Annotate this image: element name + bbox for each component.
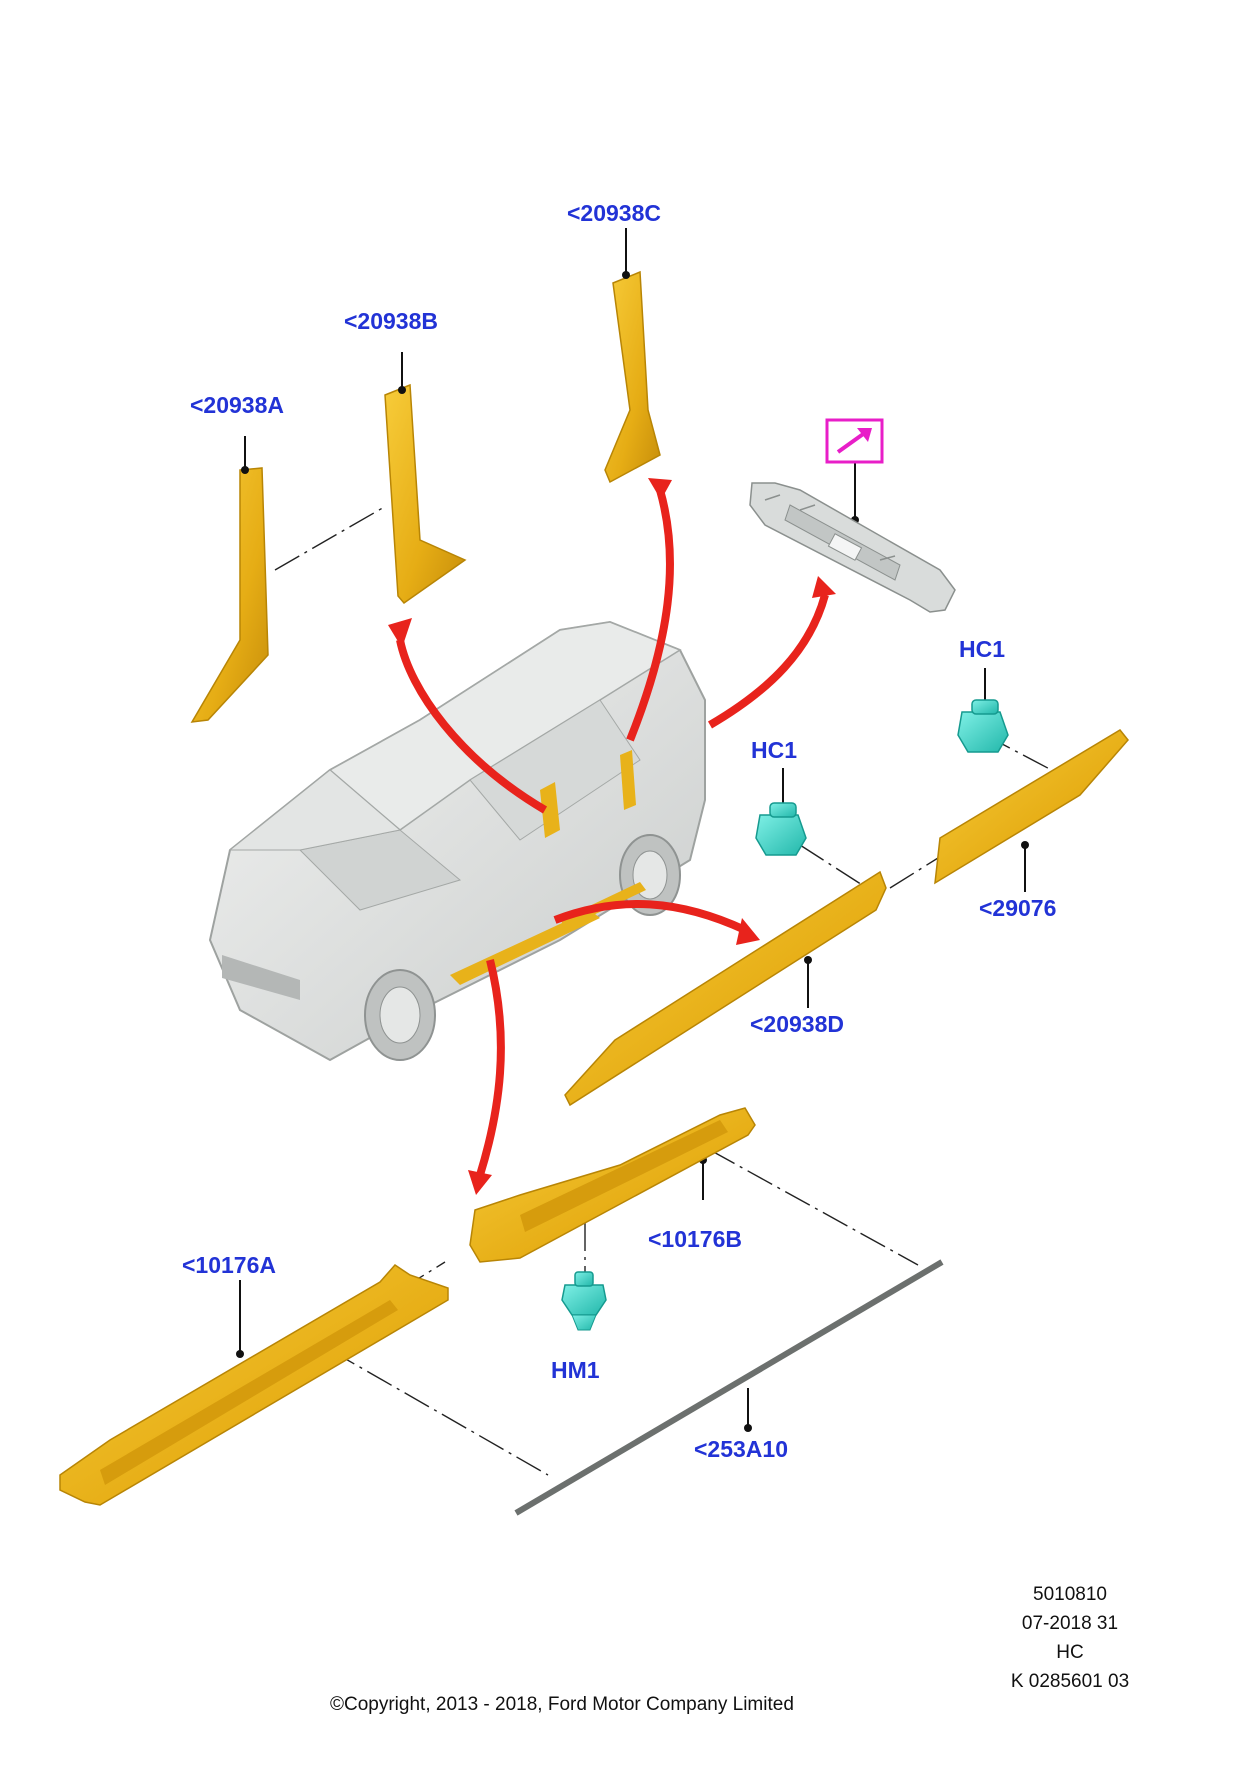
red-arrows xyxy=(396,488,829,1177)
callout-hm1[interactable]: HM1 xyxy=(551,1357,600,1383)
sill-plate-10176A[interactable] xyxy=(59,1264,449,1506)
pillar-trim-20938B[interactable] xyxy=(384,383,467,605)
callout-10176A[interactable]: <10176A xyxy=(182,1252,276,1278)
sill-plate-10176B[interactable] xyxy=(469,1107,756,1263)
pillar-trim-20938A[interactable] xyxy=(190,467,269,723)
callout-20938D[interactable]: <20938D xyxy=(750,1011,844,1037)
side-moulding-29076[interactable] xyxy=(934,729,1129,885)
reference-date: 07-2018 31 xyxy=(1021,1613,1119,1634)
reference-number: 5010810 xyxy=(1033,1584,1107,1605)
callout-10176B[interactable]: <10176B xyxy=(648,1226,742,1252)
pillar-trim-20938C[interactable] xyxy=(604,270,661,484)
leader-lines xyxy=(239,228,1026,1428)
clip-hc1-left[interactable] xyxy=(755,802,807,856)
callout-20938A[interactable]: <20938A xyxy=(190,392,284,418)
side-moulding-20938D[interactable] xyxy=(564,870,887,1107)
clip-hm1[interactable] xyxy=(561,1271,607,1331)
callout-hc1-left[interactable]: HC1 xyxy=(751,737,798,763)
callout-253A10[interactable]: <253A10 xyxy=(694,1436,788,1462)
red-arrowheads xyxy=(388,478,836,1195)
reference-code: HC xyxy=(1056,1642,1084,1663)
clip-hc1-right[interactable] xyxy=(957,699,1009,753)
reference-block: 5010810 07-2018 31 HC K 0285601 03 xyxy=(960,1580,1180,1696)
van-illustration xyxy=(208,620,706,1062)
copyright-notice: ©Copyright, 2013 - 2018, Ford Motor Comp… xyxy=(330,1694,794,1715)
callout-29076[interactable]: <29076 xyxy=(979,895,1057,921)
callout-hc1-right[interactable]: HC1 xyxy=(959,636,1006,662)
adhesive-strip-253A10[interactable] xyxy=(514,1259,944,1516)
reference-k-number: K 0285601 03 xyxy=(1010,1671,1130,1692)
rear-bracket-part[interactable] xyxy=(749,482,956,613)
callout-20938C[interactable]: <20938C xyxy=(567,200,661,226)
external-link-arrow-icon[interactable] xyxy=(825,418,884,464)
callout-20938B[interactable]: <20938B xyxy=(344,308,438,334)
